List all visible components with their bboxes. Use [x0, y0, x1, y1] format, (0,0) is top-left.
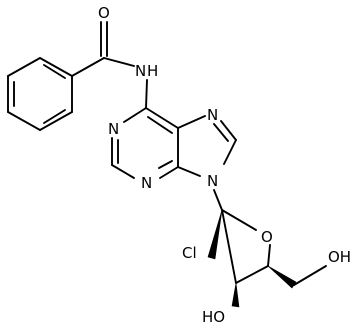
atom-amide-hydrogen: H [147, 62, 158, 80]
bond [7, 57, 41, 77]
atom-amide-nitrogen: N [135, 62, 146, 80]
double-bond-inner [213, 123, 229, 142]
atom-ring-n3: N [141, 174, 152, 192]
bond [145, 107, 179, 129]
imidazole-ring [177, 115, 237, 177]
bond [145, 79, 148, 109]
bond [159, 166, 179, 179]
bond [221, 209, 257, 231]
bond [293, 265, 327, 286]
atom-hydroxyl-3: HO [202, 308, 225, 326]
bond [39, 111, 73, 131]
atom-hydroxyl-5: OH [328, 248, 351, 266]
benzene-ring [7, 57, 73, 131]
atom-ring-n1: N [108, 120, 119, 138]
bond [220, 120, 237, 141]
wedge-bond [207, 209, 223, 260]
double-bond-inner [158, 160, 173, 169]
bond [103, 57, 135, 67]
atom-carbonyl-oxygen: O [98, 4, 110, 22]
double-bond-inner [147, 116, 173, 134]
wedge-bond [267, 265, 297, 289]
atom-ring-n9: N [207, 172, 218, 190]
atom-ribose-oxygen: O [261, 228, 273, 246]
atom-ring-n7: N [207, 106, 218, 124]
bond [223, 139, 237, 165]
bond [111, 164, 135, 179]
wedge-bond [231, 282, 240, 308]
bond [221, 209, 237, 284]
bond [39, 57, 73, 77]
pyrimidine-ring [111, 107, 179, 179]
bond [7, 111, 41, 131]
double-bond-inner [43, 109, 66, 124]
glycosidic-bond [213, 189, 223, 211]
bond [177, 166, 201, 177]
amide-group [71, 21, 148, 109]
atom-chlorine: Cl [182, 244, 197, 262]
bond [123, 107, 147, 123]
bond [267, 244, 271, 267]
bond [235, 265, 269, 284]
double-bond-inner [43, 64, 66, 79]
bond [177, 115, 206, 129]
ribose-ring [207, 209, 327, 308]
bond [71, 57, 105, 77]
